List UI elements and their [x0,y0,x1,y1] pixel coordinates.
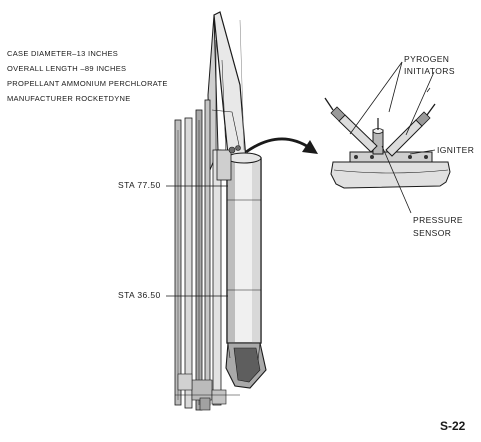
station-label-upper: STA 77.50 [118,180,161,190]
spec-propellant: PROPELLANT AMMONIUM PERCHLORATE [7,79,168,88]
callout-leaders [349,61,436,214]
spec-overall-length: OVERALL LENGTH –89 INCHES [7,64,127,73]
nozzle [225,342,267,389]
detail-arrow [245,137,318,154]
fin-structure [207,11,247,176]
support-frame [174,99,240,411]
callout-pressure-line1: PRESSURE [413,215,463,225]
callout-igniter: IGNITER [437,145,475,155]
callout-pyrogen-line1: PYROGEN [404,54,450,64]
callout-pressure-line2: SENSOR [413,228,452,238]
spec-case-diameter: CASE DIAMETER–13 INCHES [7,49,119,58]
motor-case [216,145,262,344]
station-label-lower: STA 36.50 [118,290,161,300]
spec-manufacturer: MANUFACTURER ROCKETDYNE [7,94,131,103]
igniter-detail [324,97,451,189]
page-number: S-22 [440,419,466,433]
callout-pyrogen-line2: INITIATORS [404,66,455,76]
